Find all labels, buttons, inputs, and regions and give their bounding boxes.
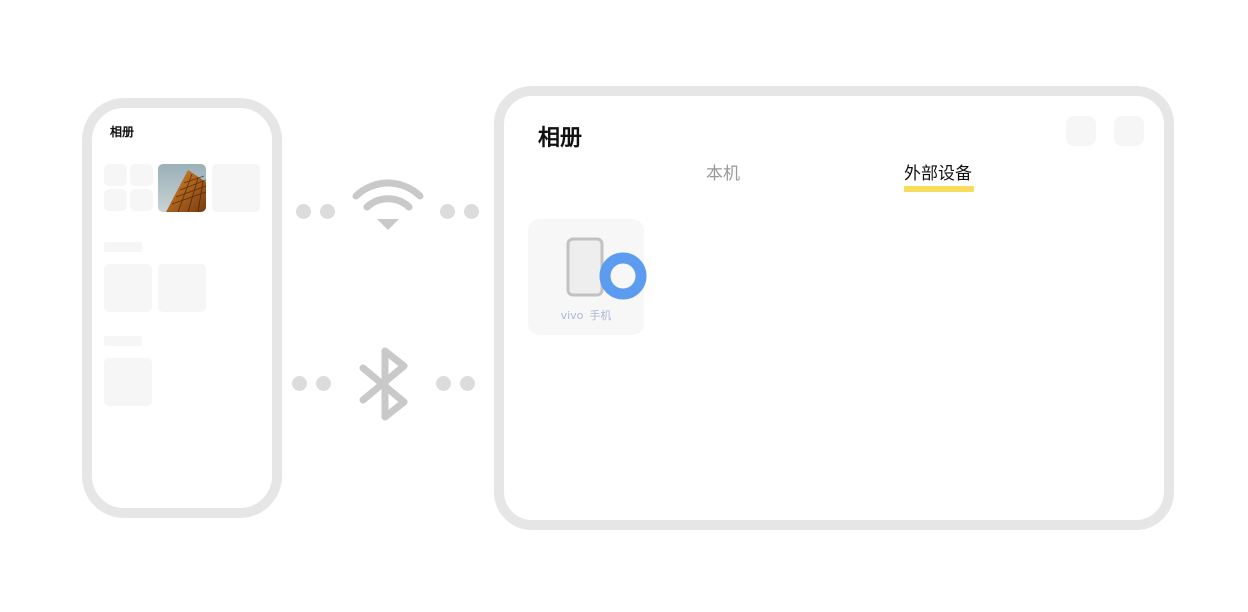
section-header-placeholder (104, 336, 142, 346)
device-brand: vivo (560, 309, 584, 322)
album-placeholder[interactable] (158, 264, 206, 312)
connector-dot (440, 204, 455, 219)
tab-local[interactable]: 本机 (706, 164, 740, 184)
building-photo[interactable] (158, 164, 206, 212)
album-placeholder[interactable] (104, 264, 152, 312)
device-type: 手机 (589, 309, 612, 322)
connected-status-icon (598, 251, 648, 305)
section-header-placeholder (104, 242, 142, 252)
wifi-icon (350, 178, 426, 236)
tablet-album-title: 相册 (538, 126, 583, 151)
photo-placeholder[interactable] (212, 164, 260, 212)
photo-thumbnail[interactable] (130, 164, 153, 186)
phone-album-title: 相册 (110, 125, 135, 139)
connector-dot (460, 376, 475, 391)
device-card-vivo-phone[interactable]: vivo 手机 (528, 219, 647, 335)
tablet-frame: 相册 本机 外部设备 vivo 手机 (494, 86, 1174, 530)
connector-dot (316, 376, 331, 391)
photo-thumbnail[interactable] (104, 189, 127, 211)
photo-thumbnail[interactable] (104, 164, 127, 186)
bluetooth-icon (356, 346, 414, 426)
toolbar-button[interactable] (1114, 116, 1144, 146)
photo-thumbnail[interactable] (130, 189, 153, 211)
connector-dot (292, 376, 307, 391)
toolbar-button[interactable] (1066, 116, 1096, 146)
connector-dot (436, 376, 451, 391)
phone-frame: 相册 (82, 98, 282, 518)
active-tab-indicator (904, 186, 974, 192)
tab-external-devices[interactable]: 外部设备 (904, 164, 972, 184)
album-placeholder[interactable] (104, 358, 152, 406)
connector-dot (296, 204, 311, 219)
connector-dot (320, 204, 335, 219)
connector-dot (464, 204, 479, 219)
device-label: vivo 手机 (528, 307, 644, 323)
